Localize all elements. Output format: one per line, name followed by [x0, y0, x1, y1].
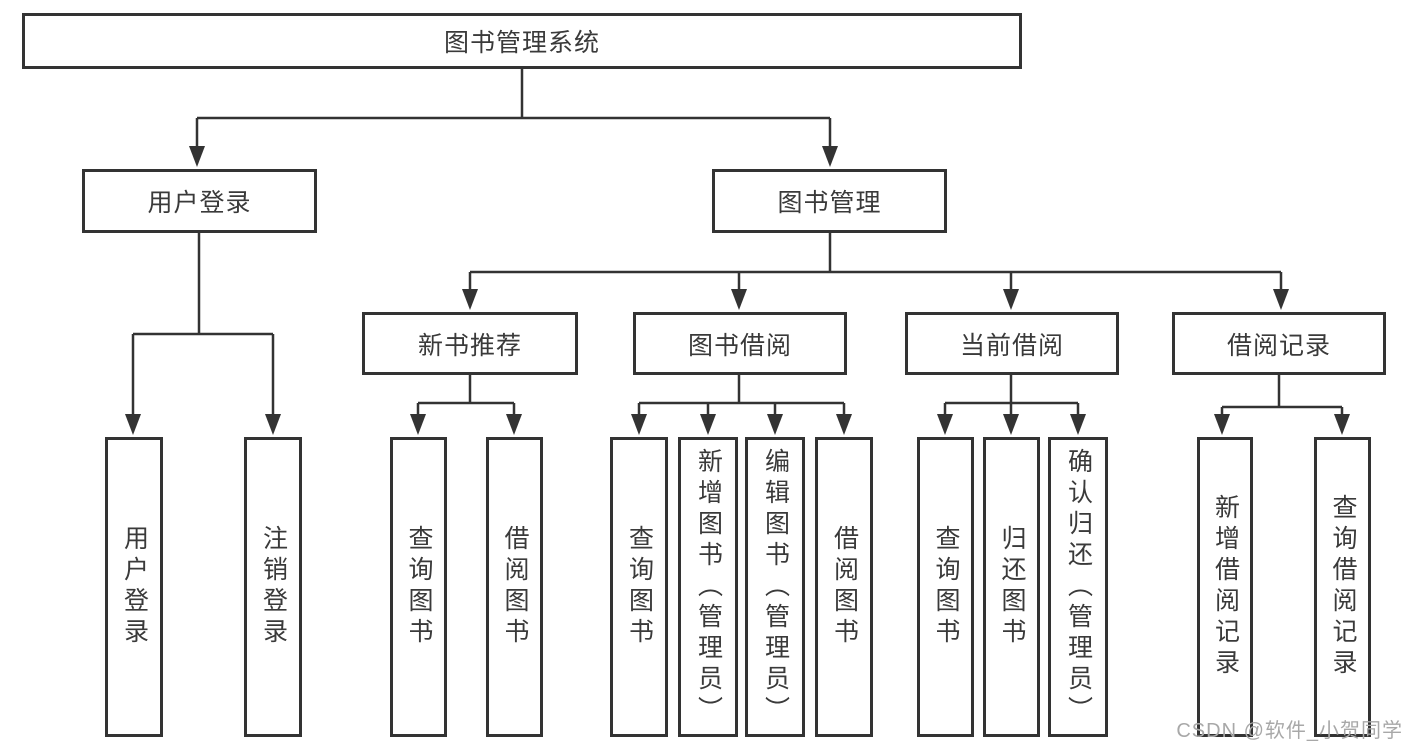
- csdn-watermark: CSDN @软件_小贺同学: [1176, 720, 1403, 742]
- node-current-borrowing: 当前借阅: [905, 312, 1119, 375]
- connector-current-borrow-to-leaves: [937, 375, 1086, 435]
- node-book-borrowing: 图书借阅: [633, 312, 847, 375]
- leaf-bb-query-books: 查询图书: [610, 437, 668, 737]
- leaf-bb-borrow-books: 借阅图书: [815, 437, 873, 737]
- connector-book-mgmt-to-level3: [462, 233, 1289, 310]
- leaf-user-login: 用户登录: [105, 437, 163, 737]
- node-new-book-recommend: 新书推荐: [362, 312, 578, 375]
- node-book-management: 图书管理: [712, 169, 947, 233]
- leaf-br-add-record: 新增借阅记录: [1197, 437, 1253, 737]
- leaf-br-query-record: 查询借阅记录: [1314, 437, 1371, 737]
- leaf-cb-confirm-return-admin: 确认归还（管理员）: [1048, 437, 1108, 737]
- connector-new-books-to-leaves: [410, 375, 522, 435]
- connector-book-borrow-to-leaves: [631, 375, 852, 435]
- connector-root-to-level2: [189, 69, 838, 167]
- leaf-logout: 注销登录: [244, 437, 302, 737]
- connector-borrow-records-to-leaves: [1214, 375, 1350, 435]
- leaf-nb-query-books: 查询图书: [390, 437, 447, 737]
- node-user-login: 用户登录: [82, 169, 317, 233]
- leaf-cb-return-books: 归还图书: [983, 437, 1040, 737]
- leaf-bb-edit-books-admin: 编辑图书（管理员）: [745, 437, 805, 737]
- connector-user-login-to-leaves: [125, 233, 281, 435]
- node-root-system: 图书管理系统: [22, 13, 1022, 69]
- leaf-bb-add-books-admin: 新增图书（管理员）: [678, 437, 738, 737]
- leaf-nb-borrow-books: 借阅图书: [486, 437, 543, 737]
- leaf-cb-query-books: 查询图书: [917, 437, 974, 737]
- node-borrowing-records: 借阅记录: [1172, 312, 1386, 375]
